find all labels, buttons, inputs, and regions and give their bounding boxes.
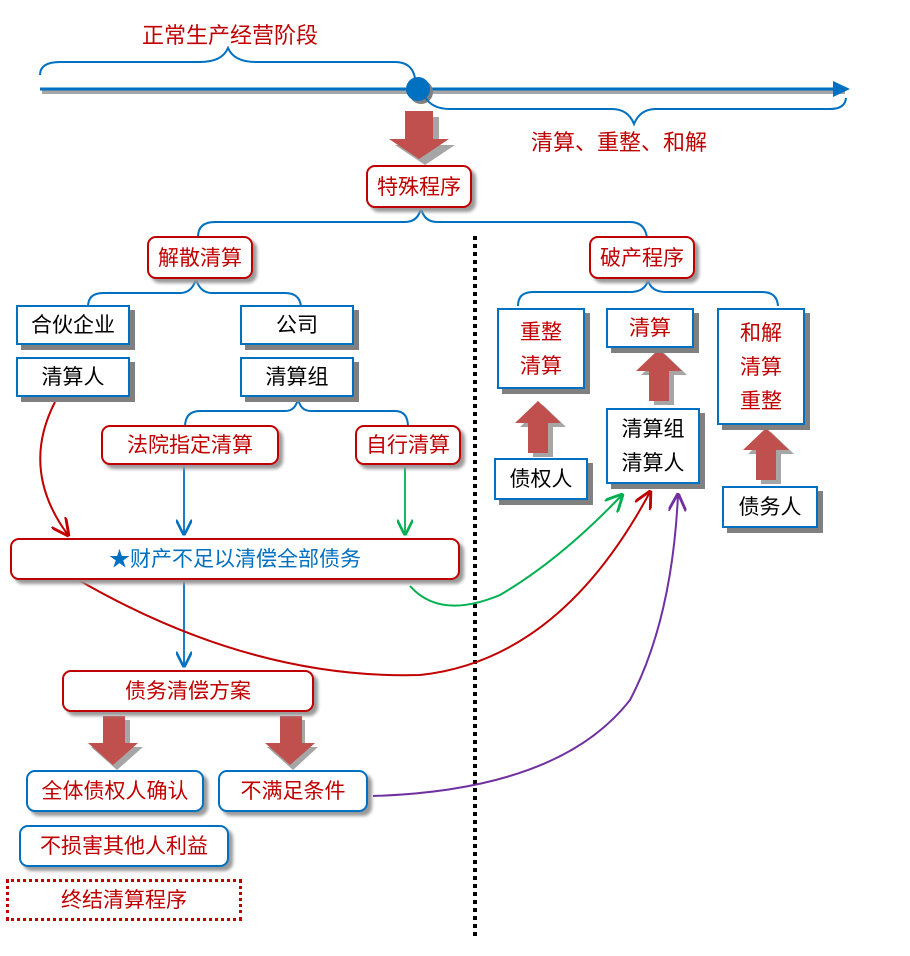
not-satisfied-node: 不满足条件 — [218, 770, 368, 812]
group-line: 清算组 — [621, 417, 685, 441]
liquidation-node: 清算 — [606, 308, 694, 348]
curve-insufficient-to-group — [74, 492, 650, 677]
court-designated-node: 法院指定清算 — [101, 425, 279, 465]
bankruptcy-procedure-node: 破产程序 — [589, 236, 695, 279]
curve-self-to-group — [409, 495, 622, 607]
timeline-arrowhead — [833, 81, 850, 97]
settle-liq-reorg-node: 和解 清算 重整 — [717, 308, 805, 425]
timeline-point — [406, 77, 430, 101]
debtor-node: 债务人 — [722, 486, 818, 528]
group-liquidator-node: 清算组 清算人 — [606, 408, 700, 484]
reorg-liquidation-node: 重整 清算 — [497, 308, 585, 389]
debt-plan-node: 债务清偿方案 — [62, 670, 314, 712]
curve-liquidator-to-insufficient — [39, 401, 68, 535]
brace-special — [197, 207, 648, 239]
liq-reorg-settle-label: 清算、重整、和解 — [531, 131, 708, 156]
liquidator-node: 清算人 — [16, 357, 130, 397]
dissolution-liquidation-node: 解散清算 — [147, 236, 253, 279]
reorg-line: 重整 — [520, 319, 562, 344]
reorg-line: 重整 — [740, 388, 782, 413]
self-liquidation-node: 自行清算 — [355, 425, 461, 465]
block-arrow-creditor-up — [515, 401, 566, 457]
curve-notsatisfied-to-group — [372, 495, 678, 797]
creditor-node: 债权人 — [494, 458, 588, 500]
partnership-node: 合伙企业 — [16, 305, 130, 345]
block-arrow-to-confirm — [88, 716, 143, 770]
timeline — [39, 45, 850, 127]
terminate-liquidation-node: 终结清算程序 — [6, 879, 242, 921]
block-arrow-down — [389, 111, 455, 165]
brace-bankruptcy — [517, 279, 779, 307]
brace-dissolution — [87, 275, 302, 308]
insufficient-assets-node: ★财产不足以清偿全部债务 — [10, 538, 460, 580]
bottom-brace — [424, 96, 847, 127]
settle-line: 和解 — [740, 320, 782, 345]
normal-operation-label: 正常生产经营阶段 — [142, 24, 319, 49]
liquidator-line: 清算人 — [621, 451, 685, 475]
special-procedure-node: 特殊程序 — [366, 165, 472, 208]
liquidation-group-node: 清算组 — [240, 357, 354, 397]
company-node: 公司 — [240, 305, 354, 345]
no-harm-others-node: 不损害其他人利益 — [19, 825, 229, 867]
liquidation-line: 清算 — [740, 354, 782, 379]
top-brace — [39, 45, 416, 79]
block-arrow-to-notsatisfied — [265, 716, 318, 770]
liquidation-line: 清算 — [520, 353, 562, 378]
block-arrow-group-up — [636, 349, 687, 405]
all-creditors-confirm-node: 全体债权人确认 — [26, 770, 204, 812]
brace-liq-group — [184, 397, 409, 428]
block-arrow-debtor-up — [743, 428, 794, 484]
